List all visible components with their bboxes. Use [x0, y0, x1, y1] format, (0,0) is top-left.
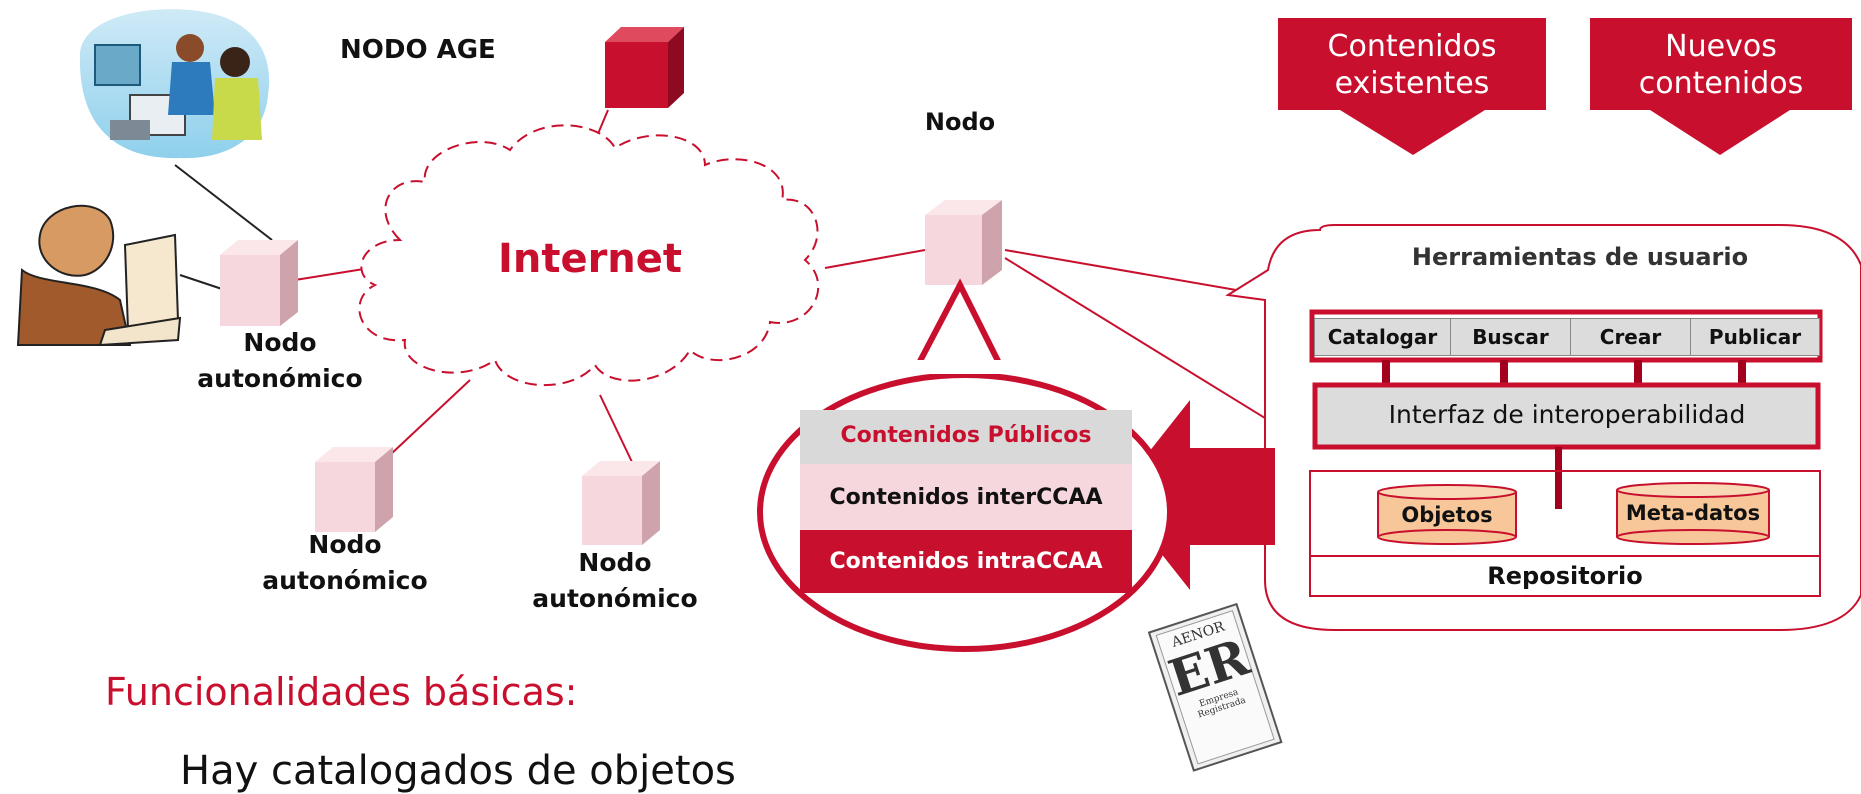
- people-at-computer-icon: [79, 9, 270, 159]
- layer-inter: [800, 464, 1132, 530]
- tool-catalogar[interactable]: Catalogar: [1314, 318, 1451, 356]
- database-metadatos-icon: [1616, 482, 1770, 545]
- db-metadatos-label: Meta-datos: [1625, 501, 1761, 525]
- node-autonomico-1-cube: [220, 240, 298, 326]
- contenidos-existentes-label: Contenidos existentes: [1327, 29, 1497, 101]
- nodo-autonomico-label-2: Nodo autonómico: [262, 530, 428, 595]
- layer-intra: [800, 530, 1132, 593]
- interop-bar: [1312, 382, 1821, 450]
- tools-row-frame: [1309, 309, 1823, 363]
- link-cloud-nodo: [824, 249, 926, 269]
- db-objetos-label: Objetos: [1401, 503, 1493, 527]
- interop-label: Interfaz de interoperabilidad: [1388, 400, 1746, 429]
- nodo-autonomico-label-1: Nodo autonómico: [197, 328, 363, 393]
- tools-title: Herramientas de usuario: [1411, 243, 1749, 271]
- contenidos-publicos-label: Contenidos Públicos: [840, 423, 1092, 448]
- node-autonomico-3-cube: [582, 461, 660, 545]
- link-people-node1: [174, 164, 273, 241]
- node-autonomico-2-cube: [315, 447, 393, 532]
- arrow-contenidos-existentes: [1278, 18, 1546, 155]
- link-nodo-tools-top: [1004, 249, 1266, 296]
- layer-publicos: [800, 410, 1132, 464]
- tool-buscar[interactable]: Buscar: [1450, 318, 1571, 356]
- section-heading: Funcionalidades básicas:: [105, 670, 578, 714]
- callout-pointer: [913, 278, 1005, 368]
- link-man-node1: [179, 274, 226, 291]
- database-objetos-icon: [1377, 484, 1517, 545]
- bullet-item: Hay catalogados de objetos: [180, 748, 736, 794]
- aenor-badge-icon: [1147, 602, 1283, 772]
- node-age-cube: [605, 27, 684, 108]
- businessman-at-computer-icon: [16, 204, 182, 347]
- tool-publicar[interactable]: Publicar: [1690, 318, 1820, 356]
- nodo-label: Nodo: [924, 108, 996, 136]
- repository-box: [1309, 470, 1821, 597]
- contenidos-inter-label: Contenidos interCCAA: [829, 485, 1103, 510]
- nodo-cube: [925, 200, 1002, 285]
- nodo-age-label: NODO AGE: [340, 35, 496, 65]
- network-diagram: [16, 9, 1861, 772]
- tool-crear[interactable]: Crear: [1570, 318, 1691, 356]
- link-node1-cloud: [294, 267, 371, 281]
- interop-connector: [1555, 447, 1562, 509]
- link-node2-cloud: [389, 379, 471, 456]
- tools-connectors: [1382, 360, 1746, 390]
- link-node3-cloud: [599, 394, 633, 463]
- arrow-nuevos-contenidos: [1590, 18, 1852, 155]
- repository-label: Repositorio: [1487, 562, 1643, 590]
- internet-cloud: [358, 124, 820, 386]
- nodo-autonomico-label-3: Nodo autonómico: [532, 548, 698, 613]
- contenidos-intra-label: Contenidos intraCCAA: [829, 549, 1103, 574]
- nuevos-contenidos-label: Nuevos contenidos: [1638, 29, 1804, 101]
- internet-label: Internet: [497, 236, 683, 282]
